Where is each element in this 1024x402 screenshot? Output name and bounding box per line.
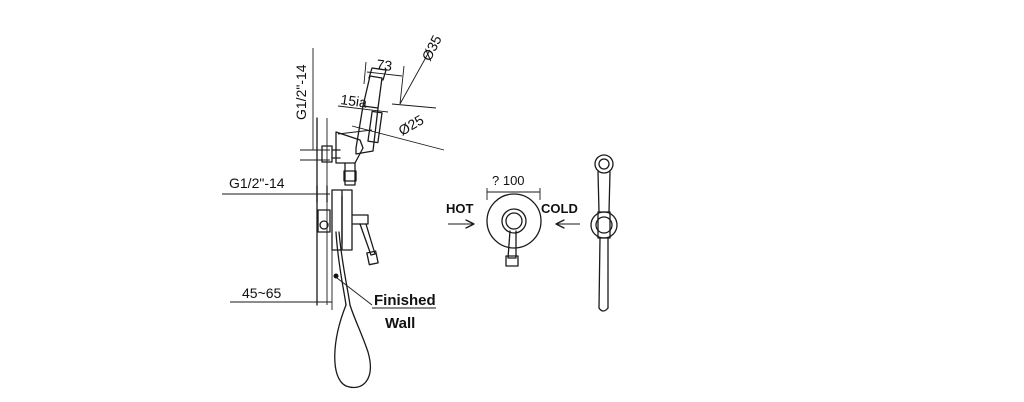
dim-100-label: ? 100 [492, 173, 525, 188]
front-view [448, 188, 580, 267]
dim-15ia-label: 15ia [340, 91, 369, 111]
thread-vertical-label: G1/2"-14 [293, 64, 309, 120]
wand-view [590, 154, 618, 312]
side-view [222, 48, 445, 389]
finished-label: Finished [374, 292, 436, 309]
dim-73-label: 73 [376, 56, 394, 74]
dim-d35-label: Ø35 [418, 32, 444, 63]
cold-label: COLD [541, 201, 578, 216]
hot-label: HOT [446, 201, 474, 216]
dim-d25-label: Ø25 [396, 111, 427, 138]
wall-label: Wall [385, 315, 415, 332]
dim-45-65-label: 45~65 [242, 285, 282, 301]
thread-horizontal-label: G1/2"-14 [229, 175, 285, 191]
